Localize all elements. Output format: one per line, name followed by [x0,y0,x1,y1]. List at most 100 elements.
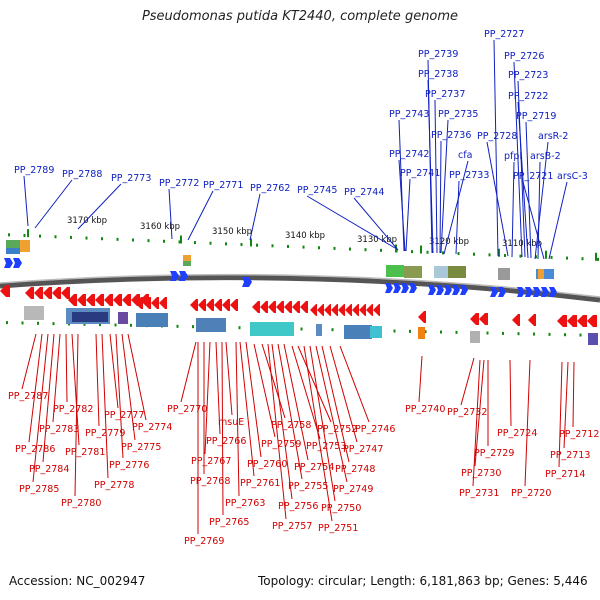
label-leader-line [339,345,370,423]
scale-label: 3130 kbp [357,235,397,245]
label-leader-line [472,359,481,487]
top-gene-label: PP_2738 [418,69,458,80]
reverse-gene-arrow [324,304,331,316]
domain-block [72,312,108,322]
reverse-gene-arrow [252,301,260,313]
scale-major-tick [395,244,397,253]
label-leader-line [534,141,549,260]
scale-tick [533,332,535,336]
label-leader-line [271,343,293,500]
scale-tick [116,237,119,241]
bottom-gene-label: PP_2776 [109,460,149,471]
bottom-gene-label: PP_2747 [343,444,383,455]
bottom-gene-label: PP_2765 [209,517,249,528]
forward-gene-arrow [179,271,188,281]
scale-tick [8,233,10,237]
reverse-gene-arrow [68,294,77,306]
reverse-gene-arrow [0,285,10,297]
scale-tick [486,331,489,335]
reverse-gene-arrow [214,299,222,311]
bottom-gene-label: PP_2786 [15,444,55,455]
scale-tick [442,251,444,255]
bottom-gene-label: PP_2769 [184,536,224,547]
label-leader-line [418,355,423,403]
domain-block [196,318,226,332]
forward-gene-arrow [533,287,541,297]
scale-tick [225,242,227,246]
top-gene-label: PP_2721 [513,171,553,182]
forward-gene-arrow [541,287,549,297]
label-leader-line [291,345,321,440]
domain-block [183,255,191,261]
bottom-gene-label: PP_2729 [474,448,514,459]
scale-tick [535,255,537,259]
label-leader-line [315,345,348,483]
bottom-gene-label: PP_2740 [405,404,445,415]
scale-tick [333,246,336,250]
scale-tick [194,241,196,245]
reverse-gene-arrow [470,313,479,325]
label-leader-line [52,333,61,423]
forward-gene-arrow [4,258,13,268]
label-leader-line [517,101,529,259]
reverse-gene-arrow [135,297,143,309]
bottom-gene-label: PP_2767 [191,456,231,467]
scale-tick [176,324,179,328]
label-leader-line [204,341,211,455]
bottom-gene-label: PP_2763 [225,498,265,509]
bottom-gene-label: PP_2748 [335,464,375,475]
reverse-gene-arrow [292,301,300,313]
forward-gene-arrow [401,283,409,293]
scale-tick [550,255,553,259]
label-leader-line [261,343,286,419]
reverse-gene-arrow [587,315,597,327]
bottom-gene-label: PP_2731 [459,488,499,499]
bottom-gene-label: PP_2782 [53,404,93,415]
bottom-gene-label: PP_2751 [318,523,358,534]
scale-tick [192,325,194,329]
label-leader-line [563,361,569,449]
domain-block [470,331,480,343]
label-leader-line [306,195,396,249]
label-leader-line [509,359,512,427]
forward-gene-arrow [242,277,252,287]
reverse-gene-arrow [25,287,34,299]
label-leader-line [513,61,523,258]
reverse-gene-arrow [268,301,276,313]
top-gene-label: PP_2728 [477,131,517,142]
bottom-gene-label: PP_2777 [104,410,144,421]
label-leader-line [42,333,55,463]
reverse-gene-arrow [77,294,86,306]
scale-tick [83,322,86,326]
top-gene-label: PP_2771 [203,180,243,191]
reverse-gene-arrow [122,294,131,306]
domain-block [536,269,554,279]
label-leader-line [249,193,261,241]
label-leader-line [21,333,37,390]
scale-tick [564,333,566,337]
scale-tick [302,245,305,249]
domain-block [316,324,322,336]
bottom-gene-label: PP_2757 [272,521,312,532]
reverse-gene-arrow [104,294,113,306]
top-gene-label: arsC-3 [557,171,588,182]
label-leader-line [34,179,73,229]
bottom-gene-label: PP_2746 [355,424,395,435]
label-leader-line [434,99,438,254]
domain-block [498,268,510,280]
label-leader-line [77,183,122,230]
scale-tick [37,321,39,325]
scale-tick [488,253,491,257]
domain-block [538,269,544,279]
bottom-gene-label: PP_2758 [271,420,311,431]
bottom-gene-label: PP_2752 [317,424,357,435]
label-leader-line [283,343,309,461]
reverse-gene-arrow [276,301,284,313]
scale-label: 3140 kbp [285,231,325,241]
bottom-gene-label: PP_2760 [247,459,287,470]
top-gene-label: pfpI [504,151,522,162]
scale-major-tick [498,248,500,257]
scale-tick [39,234,41,238]
scale-tick [597,257,599,261]
top-gene-label: arsR-2 [538,131,568,142]
